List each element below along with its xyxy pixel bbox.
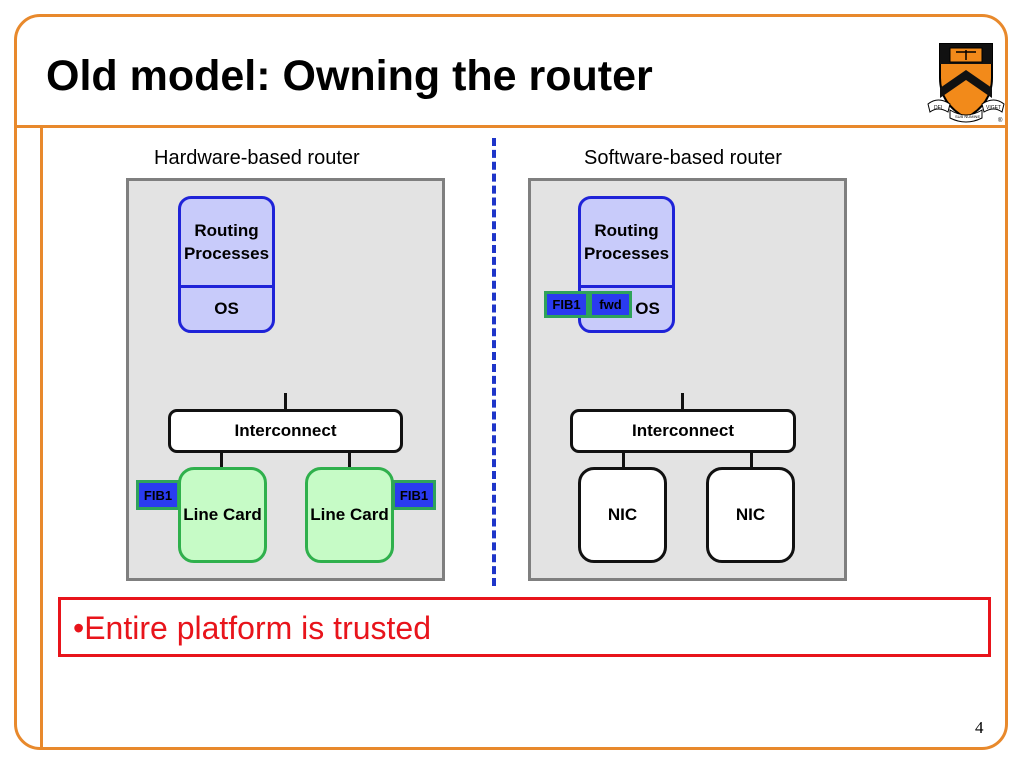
- logo-motto-center: SUB NUMINE: [955, 114, 980, 119]
- hw-routing-processes: Routing Processes: [181, 199, 272, 288]
- hw-interconnect-uplink: [284, 393, 287, 410]
- logo-motto-left: DEI: [934, 105, 942, 111]
- slide-frame: [14, 14, 1008, 750]
- software-router-label: Software-based router: [584, 147, 782, 169]
- hw-fib-1: FIB1: [136, 480, 180, 510]
- slide-title: Old model: Owning the router: [46, 52, 653, 100]
- sw-nic-link-2: [750, 452, 753, 469]
- university-shield-logo: DEI SUB NUMINE VIGET ®: [927, 43, 1005, 124]
- panel-divider: [492, 138, 496, 586]
- sw-routing-stack: Routing Processes OS: [578, 196, 675, 333]
- logo-motto-right: VIGET: [986, 105, 1001, 111]
- hw-card-link-1: [220, 452, 223, 469]
- logo-registered-mark: ®: [998, 117, 1003, 124]
- sw-fwd: fwd: [589, 291, 632, 318]
- sw-fib: FIB1: [544, 291, 589, 318]
- sw-nic-1: NIC: [578, 467, 667, 563]
- software-router-panel: [528, 178, 847, 581]
- hw-routing-stack: Routing Processes OS: [178, 196, 275, 333]
- hardware-router-label: Hardware-based router: [154, 147, 360, 169]
- hw-fib-2: FIB1: [392, 480, 436, 510]
- sw-interconnect-uplink: [681, 393, 684, 410]
- hw-line-card-2: Line Card: [305, 467, 394, 563]
- hw-interconnect: Interconnect: [168, 409, 403, 453]
- sw-os: OS: [635, 299, 660, 318]
- title-rule: [14, 125, 1008, 128]
- hw-os: OS: [214, 299, 239, 318]
- page-number: 4: [975, 718, 984, 737]
- sw-routing-processes: Routing Processes: [581, 199, 672, 288]
- hw-line-card-1: Line Card: [178, 467, 267, 563]
- left-rule: [40, 125, 43, 750]
- hardware-router-panel: [126, 178, 445, 581]
- sw-interconnect: Interconnect: [570, 409, 796, 453]
- sw-nic-2: NIC: [706, 467, 795, 563]
- trust-callout: •Entire platform is trusted: [58, 597, 991, 657]
- hw-card-link-2: [348, 452, 351, 469]
- sw-nic-link-1: [622, 452, 625, 469]
- trust-callout-text: •Entire platform is trusted: [73, 610, 431, 646]
